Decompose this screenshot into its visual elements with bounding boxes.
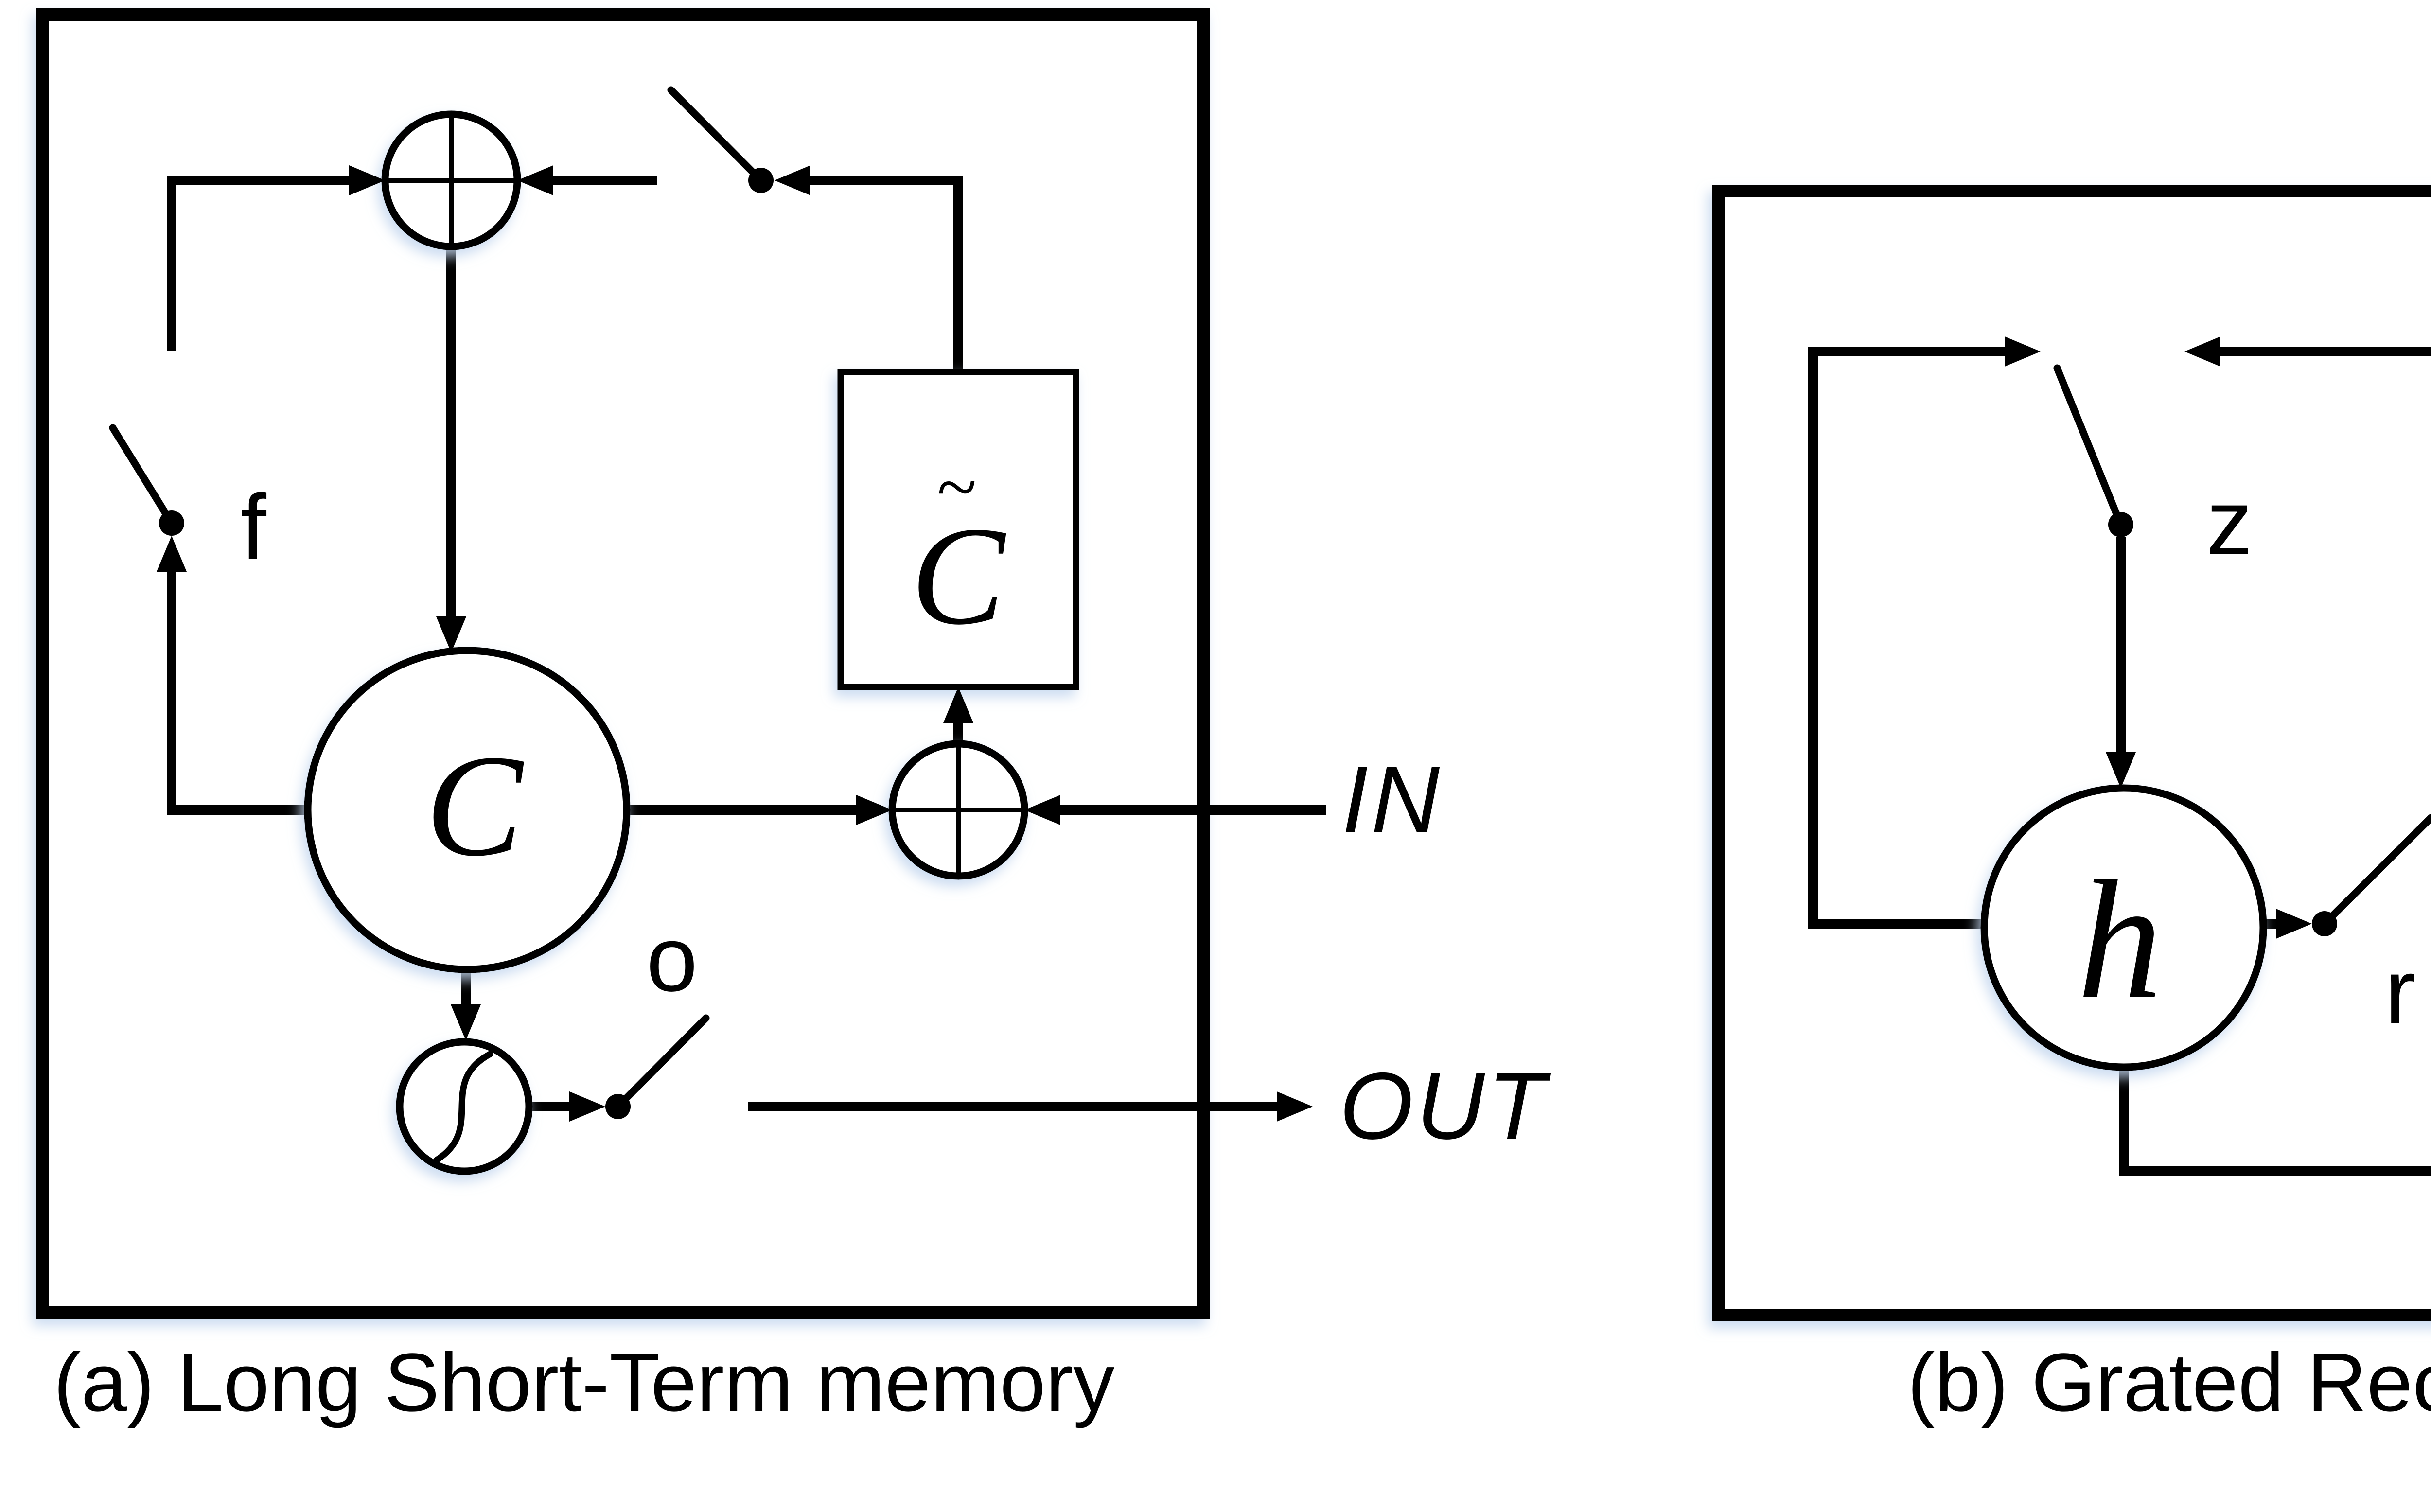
sum-node-top: [381, 110, 521, 250]
state-label: h: [2078, 845, 2163, 1034]
state-feedback-wire: [1808, 347, 2006, 929]
cell-state-circle: [304, 647, 631, 973]
candidate-tilde: ~: [936, 447, 975, 527]
switch-lever: [2053, 364, 2125, 528]
reset-gate-switch: [2276, 814, 2431, 939]
output-gate-switch: [569, 1014, 710, 1122]
switch-lever: [614, 1014, 710, 1110]
update-gate-label: z: [2206, 471, 2253, 574]
output-gate-label: o: [646, 908, 698, 1011]
forget-feedback-wire-upper: [167, 176, 350, 351]
caption-gru: (b) Grated Recurrent Unit: [1907, 1336, 2431, 1429]
update-gate-switch: [2053, 364, 2133, 537]
gru-outer-box: [1712, 185, 2431, 1321]
switch-pivot-dot: [748, 168, 774, 193]
switch-pivot-dot: [2312, 911, 2337, 936]
forget-gate-switch: [109, 424, 187, 572]
candidate-label: C: [911, 498, 1007, 654]
forget-feedback-wire-lower: [167, 570, 308, 815]
switch-pivot-dot: [605, 1094, 631, 1119]
input-label: IN: [1342, 747, 1443, 853]
arrowhead: [1277, 1091, 1313, 1122]
switch-pivot-dot: [159, 510, 184, 536]
cell-state-label: C: [425, 725, 526, 886]
output-label: OUT: [1339, 1053, 1551, 1159]
output-wire: [2119, 1067, 2431, 1176]
switch-pivot-dot: [2108, 512, 2133, 537]
switch-lever: [109, 424, 176, 527]
switch-lever: [2321, 814, 2431, 928]
candidate-box: [837, 369, 1079, 690]
state-circle: [1980, 784, 2267, 1071]
reset-gate-label: r: [2385, 940, 2415, 1043]
caption-lstm: (a) Long Short-Term memory: [53, 1336, 1114, 1429]
forget-gate-label: f: [241, 476, 267, 579]
input-gate-switch: [667, 86, 810, 195]
candidate-feedback-wire: [2220, 347, 2431, 356]
candidate-to-switch-wire: [810, 176, 963, 372]
switch-lever: [667, 86, 765, 184]
panel-gru: h ~ h z r IN OUT (b) Grated Recurrent Un…: [1712, 185, 2431, 1429]
panel-lstm: C ~ C f o: [36, 8, 1551, 1429]
sigmoid-icon: [433, 1051, 493, 1163]
sum-node-input: [888, 740, 1028, 880]
